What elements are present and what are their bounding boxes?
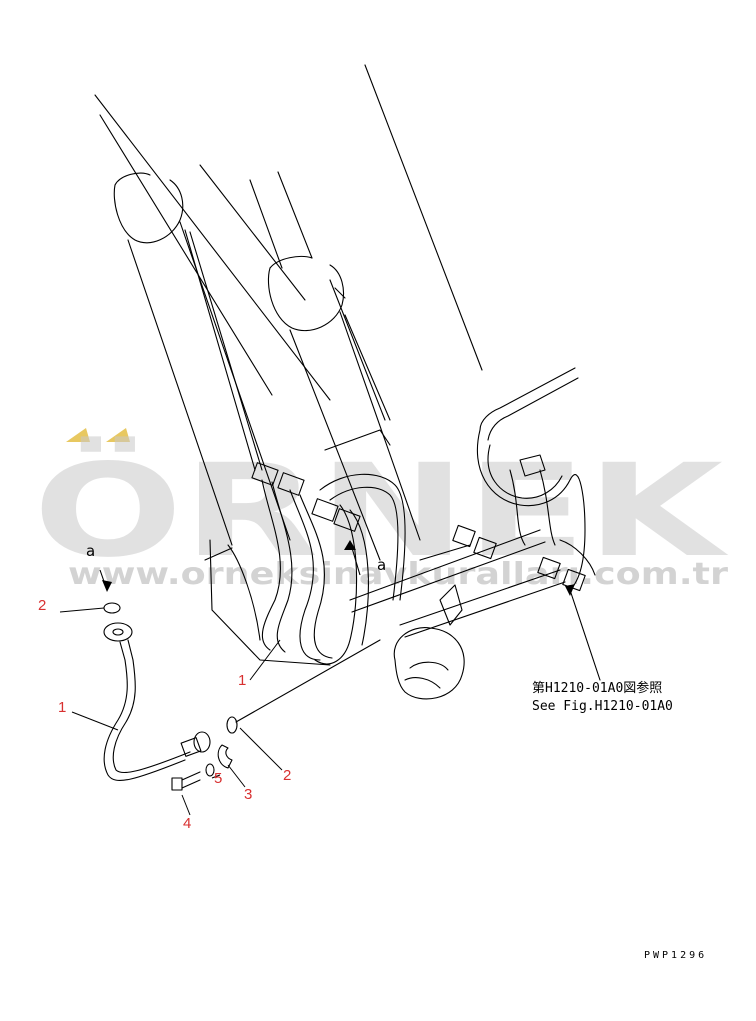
drawing-code: PWP1296 <box>644 950 707 961</box>
reference-en: See Fig.H1210-01A0 <box>532 699 673 714</box>
callout-3: 3 <box>244 786 252 803</box>
view-mark-center: a <box>377 556 386 574</box>
callouts: 1 1 2 2 3 4 5 <box>38 597 291 832</box>
view-arrow-left <box>99 569 108 591</box>
arrowhead-icon <box>565 584 575 596</box>
callout-leaders <box>59 607 283 816</box>
callout-2-left: 2 <box>38 597 46 614</box>
exploded-parts <box>103 602 381 791</box>
hose-bundle-left <box>251 462 333 661</box>
hose-part-1 <box>103 622 211 781</box>
watermark: ÖRNEK www.orneksinavkuralları.com.tr <box>33 428 730 592</box>
bolt-part-4 <box>171 771 201 791</box>
callout-1-left: 1 <box>58 699 66 716</box>
machine-linework <box>94 64 601 700</box>
o-ring-part-2-bottom <box>226 716 238 734</box>
callout-4: 4 <box>183 815 191 832</box>
watermark-url: www.orneksinavkuralları.com.tr <box>68 557 728 592</box>
arrowhead-icon <box>344 540 356 550</box>
split-flange-part-3 <box>217 744 233 769</box>
callout-5: 5 <box>214 770 222 787</box>
pipe-loops-upper-right <box>476 367 596 591</box>
reference-jp: 第H1210-01A0図参照 <box>532 680 662 696</box>
callout-2-right: 2 <box>283 767 291 784</box>
pump-unit <box>393 584 465 700</box>
watermark-brand: ÖRNEK <box>33 436 730 586</box>
o-ring-part-2-top <box>103 602 121 614</box>
right-hydraulic-cylinder <box>249 171 421 561</box>
hose-bundle-center <box>311 429 406 665</box>
view-mark-left: a <box>86 542 95 560</box>
frame-base <box>204 539 331 666</box>
reference-leader <box>569 589 601 681</box>
washer-part-5 <box>205 763 215 777</box>
callout-1-main: 1 <box>238 672 246 689</box>
left-hydraulic-cylinder <box>113 172 291 546</box>
watermark-accent-icon <box>66 428 130 442</box>
view-arrow-center <box>351 547 361 576</box>
